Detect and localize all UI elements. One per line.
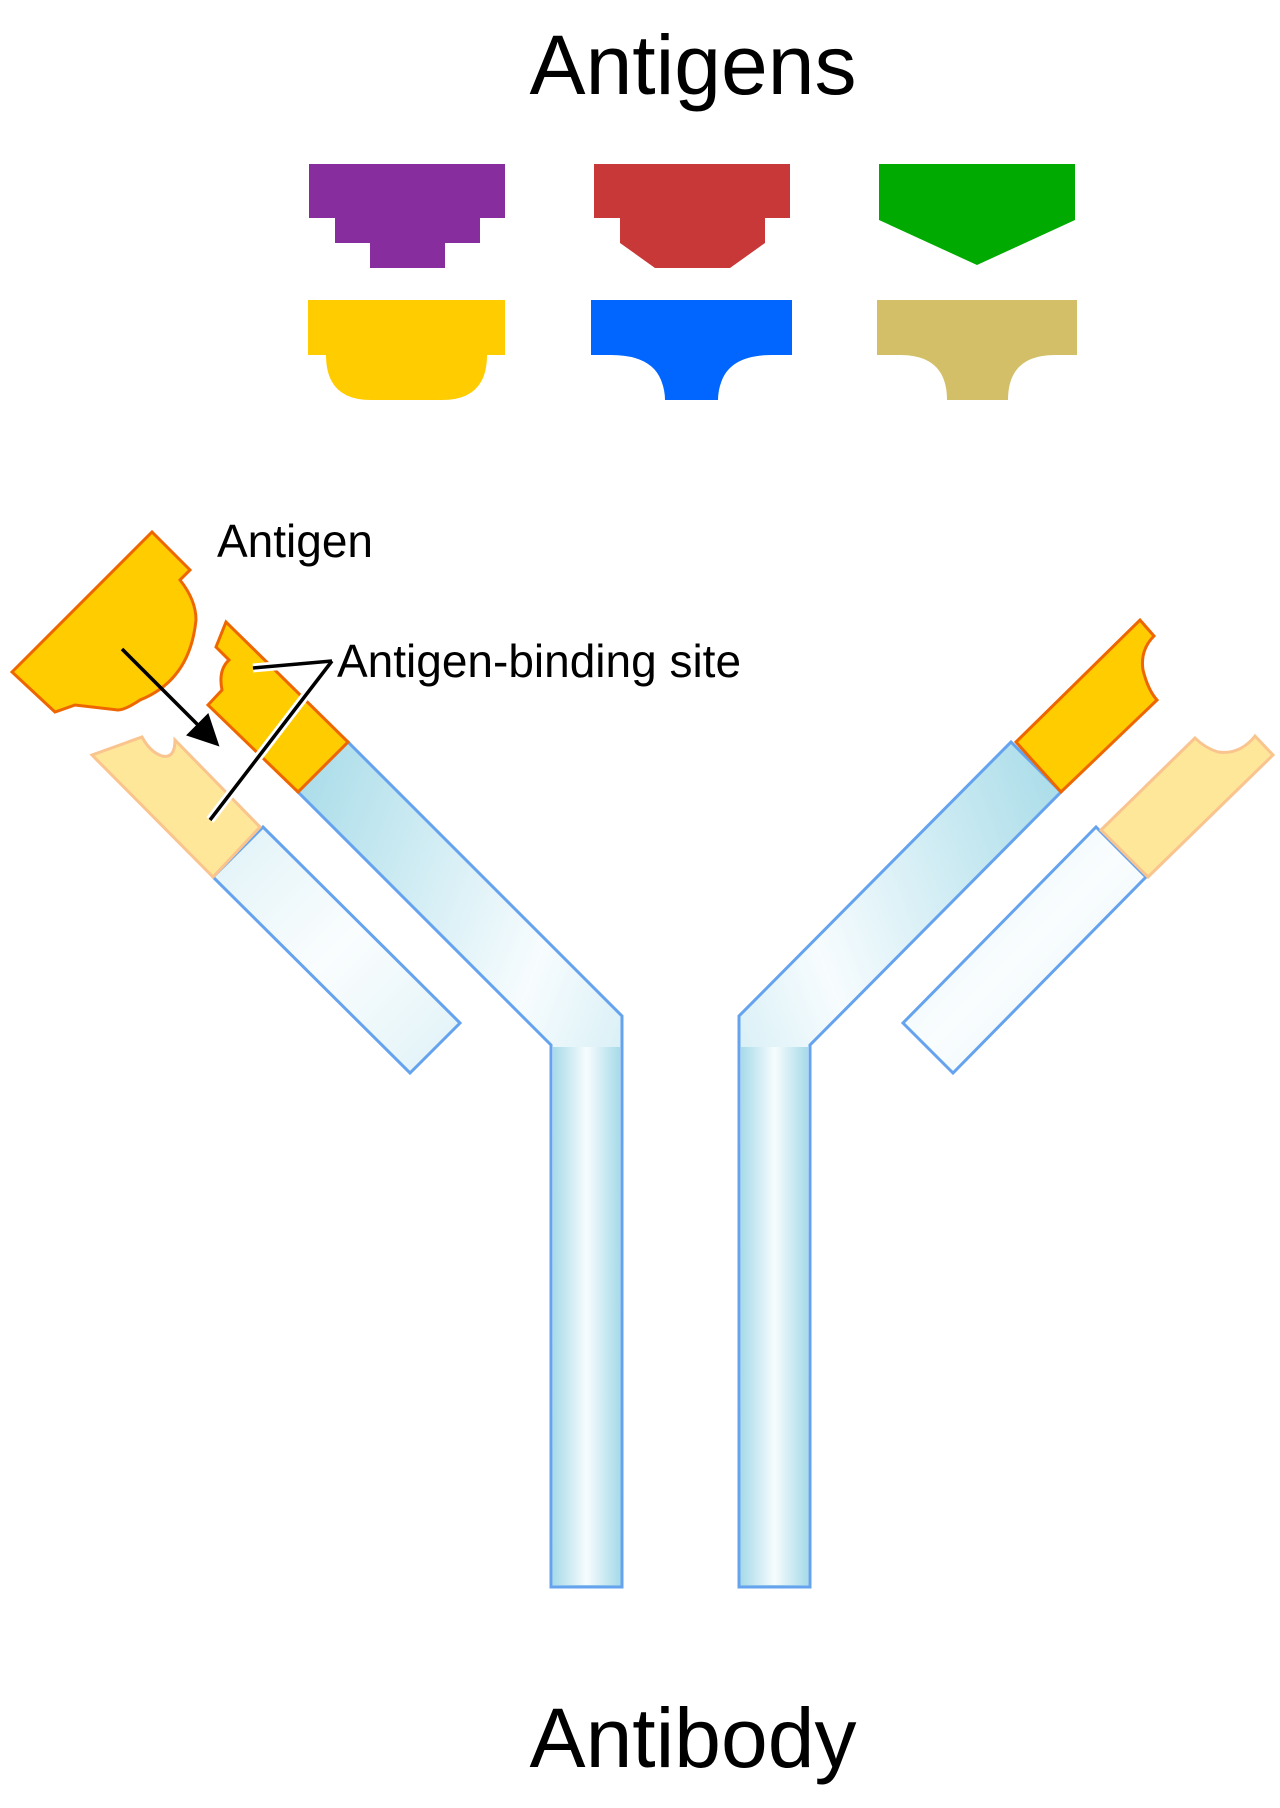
- binding-site-callout: [206, 656, 336, 823]
- antigen-yellow: [308, 300, 505, 400]
- binding-site-label: Antigen-binding site: [337, 635, 741, 687]
- left-heavy-stem: [553, 1047, 620, 1585]
- antibody-title: Antibody: [530, 1691, 857, 1785]
- left-light-binding-site: [89, 735, 263, 880]
- antibody: [89, 617, 1276, 1589]
- antigens-title: Antigens: [530, 18, 857, 112]
- left-heavy-binding-site: [205, 619, 351, 795]
- right-heavy-stem: [741, 1047, 808, 1585]
- antigen-tan: [877, 300, 1077, 400]
- antigen-label: Antigen: [217, 515, 373, 567]
- antigen-legend: [308, 164, 1077, 400]
- antigen-green: [879, 164, 1075, 265]
- free-antigen: [9, 529, 198, 714]
- antigen-blue: [591, 300, 792, 400]
- antigen-red: [594, 164, 790, 268]
- binding-arrow: [120, 647, 220, 747]
- right-heavy-binding-site: [1013, 617, 1160, 795]
- antigen-purple: [309, 164, 505, 268]
- right-light-binding-site: [1098, 733, 1276, 880]
